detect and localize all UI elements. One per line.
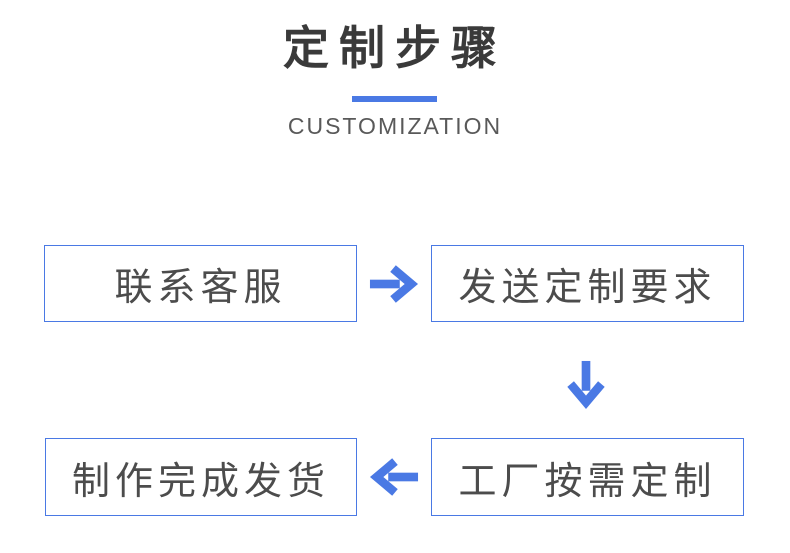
arrow-right-icon	[369, 264, 419, 304]
section-subtitle: CUSTOMIZATION	[287, 113, 503, 139]
step-label-send-requirements: 发送定制要求	[458, 267, 717, 309]
arrow-down-icon	[566, 360, 606, 410]
arrow-left-icon	[369, 457, 419, 497]
step-label-contact-service: 联系客服	[114, 267, 287, 309]
step-label-finish-and-ship: 制作完成发货	[71, 460, 330, 503]
step-box-contact-service: 联系客服	[44, 245, 357, 322]
section-title: 定制步骤	[283, 22, 507, 74]
step-box-send-requirements: 发送定制要求	[431, 245, 744, 322]
step-box-factory-custom: 工厂按需定制	[431, 438, 744, 516]
step-label-factory-custom: 工厂按需定制	[458, 460, 717, 503]
step-box-finish-and-ship: 制作完成发货	[45, 438, 357, 516]
title-underline	[352, 96, 437, 102]
